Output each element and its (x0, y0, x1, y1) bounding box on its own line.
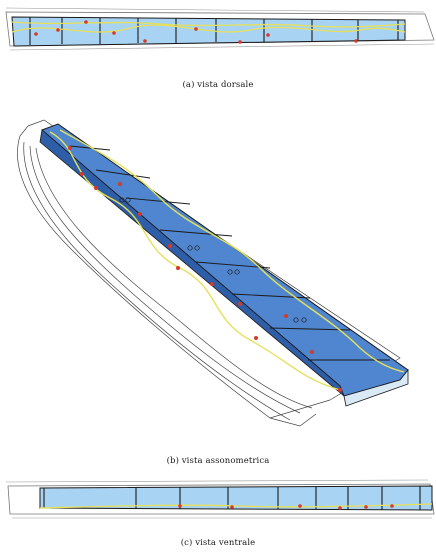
wing-outline-ventral (7, 483, 435, 515)
cable-path-dorsal-1 (11, 24, 406, 33)
ventral-view-panel (0, 474, 436, 534)
wingbox-tip-face (343, 368, 409, 407)
sensor-dots-ventral (178, 504, 394, 510)
access-holes (119, 197, 307, 323)
dorsal-view-drawing (5, 7, 435, 51)
ventral-leading-edge (5, 479, 429, 483)
ventral-view-drawing (5, 479, 435, 519)
trailing-edge-line (9, 43, 435, 51)
caption-isometric: (b) vista assonometrica (166, 456, 270, 466)
sensor-dots-dorsal (34, 20, 358, 44)
cable-path-dorsal-2 (11, 21, 406, 28)
isometric-view-drawing (17, 119, 409, 427)
sensor-dots-isometric (68, 146, 342, 392)
caption-ventral: (c) vista ventrale (180, 538, 256, 548)
rib-lines-dorsal (29, 17, 399, 45)
caption-dorsal: (a) vista dorsale (182, 80, 254, 90)
cable-path-isometric-2 (59, 129, 405, 373)
leading-edge-line (5, 7, 425, 13)
isometric-view-panel (0, 108, 436, 438)
dorsal-view-panel (0, 0, 436, 60)
wingbox-panel-ventral (39, 485, 433, 511)
wingbox-panel-dorsal (11, 16, 406, 47)
wing-outline-dorsal (5, 11, 435, 47)
